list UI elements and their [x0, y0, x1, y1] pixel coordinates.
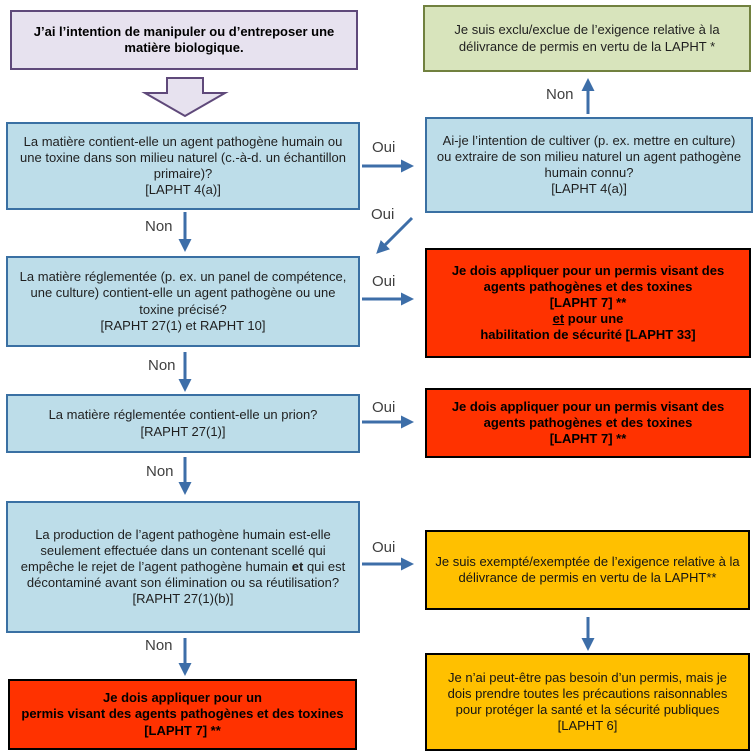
node-permit-toxins: Je dois appliquer pour un permis visant … — [425, 388, 751, 458]
label-non-up: Non — [546, 86, 574, 103]
result-text-et-line: et pour une — [435, 311, 741, 327]
legal-ref: [LAPHT 4(a)] — [145, 182, 221, 198]
result-text: habilitation de sécurité [LAPHT 33] — [480, 327, 696, 343]
result-text: permis visant des agents pathogènes et d… — [21, 706, 344, 738]
label-non-4: Non — [145, 637, 173, 654]
label-non-1: Non — [145, 218, 173, 235]
result-text: Je dois appliquer pour un permis visant … — [451, 398, 725, 430]
block-arrow-down — [141, 77, 229, 118]
legal-ref: [LAPHT 7] ** — [549, 431, 627, 447]
question-text: La matière réglementée (p. ex. un panel … — [19, 269, 347, 317]
node-question-prion: La matière réglementée contient-elle un … — [6, 394, 360, 453]
label-non-3: Non — [146, 463, 174, 480]
node-start-text: J’ai l’intention de manipuler ou d’entre… — [33, 23, 335, 55]
node-precaution: Je n’ai peut-être pas besoin d’un permis… — [425, 653, 750, 751]
node-question-cultivate: Ai-je l’intention de cultiver (p. ex. me… — [425, 117, 753, 213]
legal-ref: [LAPHT 7] ** — [549, 294, 627, 310]
node-permit-and-security-clearance: Je dois appliquer pour un permis visant … — [425, 248, 751, 358]
legal-ref: [RAPHT 27(1) et RAPHT 10] — [100, 317, 266, 333]
question-text: qui est décontaminé avant son éliminatio… — [26, 558, 346, 591]
bold-et: et — [291, 558, 304, 574]
label-oui-1: Oui — [372, 139, 396, 156]
node-exempt: Je suis exempté/exemptée de l’exigence r… — [425, 530, 750, 610]
result-text: Je dois appliquer pour un permis visant … — [451, 262, 725, 294]
result-text: Je suis exempté/exemptée de l’exigence r… — [435, 553, 740, 585]
node-excluded: Je suis exclu/exclue de l’exigence relat… — [423, 5, 751, 72]
node-question-primary-sample: La matière contient-elle un agent pathog… — [6, 122, 360, 210]
label-oui-diagonal: Oui — [371, 206, 395, 223]
legal-ref: [LAPHT 4(a)] — [551, 181, 627, 197]
node-question-specified-agent: La matière réglementée (p. ex. un panel … — [6, 256, 360, 347]
label-non-2: Non — [148, 357, 176, 374]
result-text: Je dois appliquer pour un — [103, 690, 262, 706]
node-question-sealed-container: La production de l’agent pathogène humai… — [6, 501, 360, 633]
legal-ref: [RAPHT 27(1)(b)] — [132, 591, 234, 607]
label-oui-4: Oui — [372, 539, 396, 556]
question-text: La production de l’agent pathogène humai… — [20, 526, 331, 574]
question-text: La matière réglementée contient-elle un … — [48, 407, 318, 423]
question-text: Ai-je l’intention de cultiver (p. ex. me… — [436, 132, 742, 180]
legal-ref: [RAPHT 27(1)] — [140, 423, 226, 439]
label-oui-3: Oui — [372, 399, 396, 416]
result-text: Je n’ai peut-être pas besoin d’un permis… — [447, 669, 728, 734]
question-text: La matière contient-elle un agent pathog… — [20, 133, 346, 181]
node-permit-final: Je dois appliquer pour un permis visant … — [8, 679, 357, 750]
node-excluded-text: Je suis exclu/exclue de l’exigence relat… — [454, 22, 720, 54]
label-oui-2: Oui — [372, 273, 396, 290]
underlined-et: et — [552, 311, 565, 327]
result-text: pour une — [564, 311, 624, 327]
node-start: J’ai l’intention de manipuler ou d’entre… — [10, 10, 358, 70]
